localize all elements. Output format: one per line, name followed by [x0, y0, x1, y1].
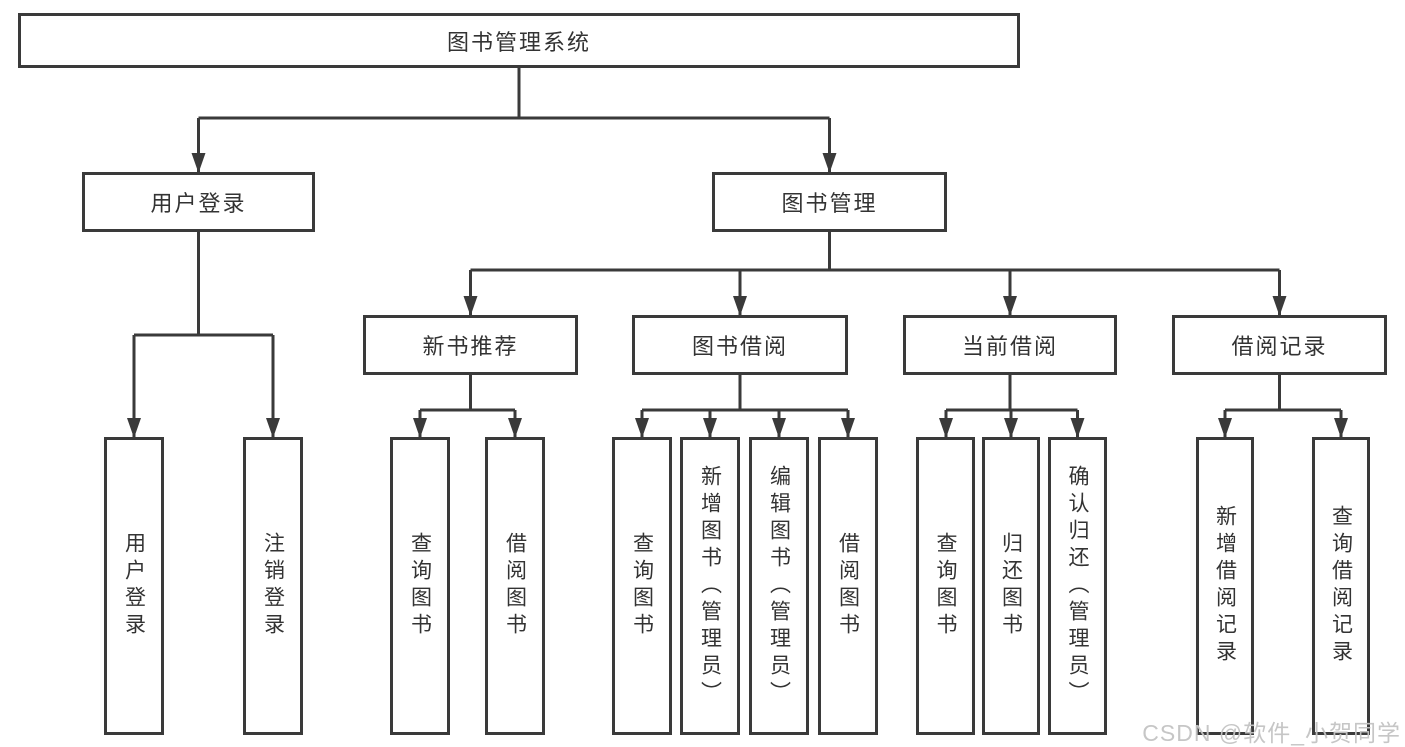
- leaf-borrow-books-recommend: 借阅图书: [485, 437, 545, 735]
- node-user-login: 用户登录: [82, 172, 315, 232]
- csdn-watermark: CSDN @软件_小贺同学: [1142, 720, 1401, 746]
- leaf-label: 借阅图书: [503, 532, 527, 640]
- leaf-query-books-borrow: 查询图书: [612, 437, 672, 735]
- node-library-management-system: 图书管理系统: [18, 13, 1020, 68]
- node-label: 新书推荐: [422, 334, 519, 359]
- node-label: 用户登录: [150, 191, 247, 216]
- leaf-edit-books-admin: 编辑图书（管理员）: [749, 437, 809, 735]
- leaf-add-books-admin: 新增图书（管理员）: [680, 437, 740, 735]
- leaf-query-books-recommend: 查询图书: [390, 437, 450, 735]
- leaf-label: 新增借阅记录: [1213, 505, 1237, 667]
- leaf-return-books: 归还图书: [982, 437, 1040, 735]
- leaf-label: 归还图书: [999, 532, 1023, 640]
- node-borrowing-records: 借阅记录: [1172, 315, 1387, 375]
- node-label: 图书管理系统: [446, 29, 591, 55]
- leaf-label: 注销登录: [261, 532, 285, 640]
- node-current-borrowing: 当前借阅: [903, 315, 1117, 375]
- leaf-label: 确认归还（管理员）: [1066, 464, 1089, 708]
- leaf-label: 查询图书: [630, 532, 654, 640]
- leaf-label: 查询借阅记录: [1329, 505, 1353, 667]
- leaf-add-borrow-record: 新增借阅记录: [1196, 437, 1254, 735]
- node-book-management: 图书管理: [712, 172, 947, 232]
- leaf-query-books-current: 查询图书: [916, 437, 975, 735]
- leaf-label: 查询图书: [934, 532, 957, 640]
- node-book-borrowing: 图书借阅: [632, 315, 848, 375]
- node-label: 图书管理: [781, 191, 878, 216]
- node-new-book-recommendation: 新书推荐: [363, 315, 578, 375]
- leaf-borrow-books: 借阅图书: [818, 437, 878, 735]
- leaf-label: 新增图书（管理员）: [698, 464, 722, 708]
- node-label: 借阅记录: [1231, 334, 1328, 359]
- node-label: 当前借阅: [961, 334, 1058, 359]
- leaf-confirm-return-admin: 确认归还（管理员）: [1048, 437, 1107, 735]
- leaf-label: 借阅图书: [836, 532, 860, 640]
- leaf-label: 用户登录: [122, 532, 146, 640]
- leaf-user-login: 用户登录: [104, 437, 164, 735]
- node-label: 图书借阅: [691, 334, 788, 359]
- leaf-query-borrow-record: 查询借阅记录: [1312, 437, 1370, 735]
- leaf-logout: 注销登录: [243, 437, 303, 735]
- leaf-label: 编辑图书（管理员）: [767, 464, 791, 708]
- leaf-label: 查询图书: [408, 532, 432, 640]
